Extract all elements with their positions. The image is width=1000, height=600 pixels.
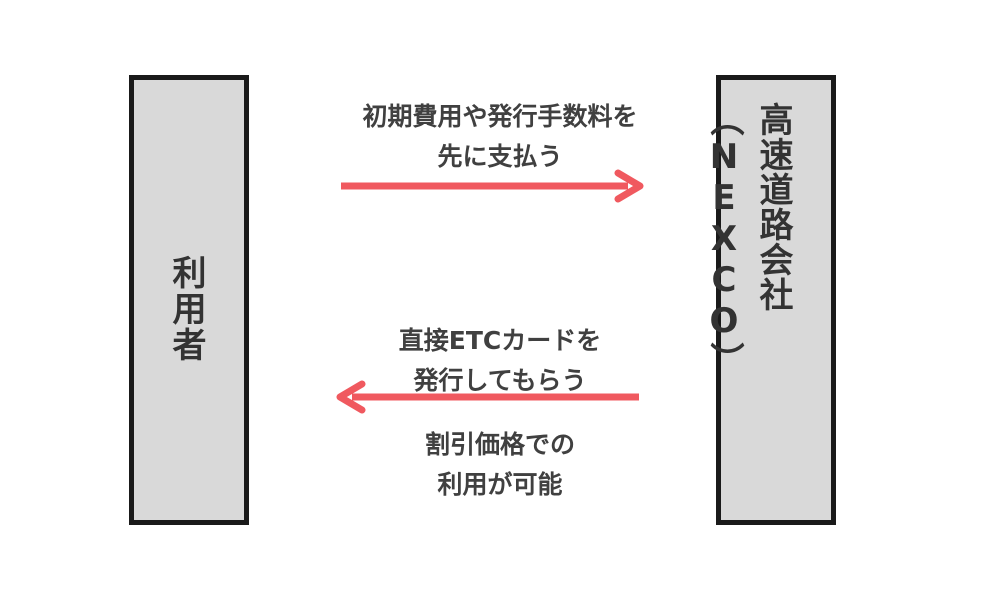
issuance-caption-line1: 直接ETCカードを	[398, 326, 602, 355]
highway-company-box: 高速道路会社（NEXCO）	[704, 75, 836, 525]
issuance-caption-line2: 発行してもらう	[413, 366, 587, 395]
payment-caption: 初期費用や発行手数料を 先に支払う	[300, 97, 700, 177]
user-label: 利用者	[166, 255, 206, 363]
benefit-caption: 割引価格での 利用が可能	[300, 425, 700, 505]
arrow-to-company	[341, 169, 644, 203]
user-box: 利用者	[129, 75, 249, 525]
payment-caption-line1: 初期費用や発行手数料を	[362, 102, 638, 131]
benefit-caption-line2: 利用が可能	[437, 470, 563, 499]
issuance-caption: 直接ETCカードを 発行してもらう	[300, 321, 700, 401]
arrow-to-user	[336, 380, 639, 414]
highway-company-label: 高速道路会社（NEXCO）	[704, 102, 793, 377]
payment-caption-line2: 先に支払う	[437, 142, 563, 171]
benefit-caption-line1: 割引価格での	[424, 430, 575, 459]
